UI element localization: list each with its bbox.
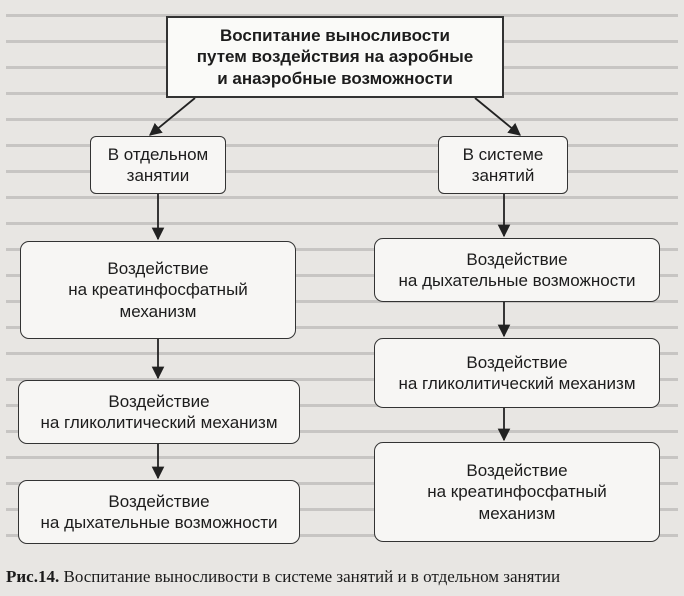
left-step-1: Воздействие на креатинфосфатный механизм xyxy=(20,241,296,339)
arrow-root-to-right xyxy=(474,97,521,136)
branch-single-session-label: В отдельном занятии xyxy=(107,144,209,185)
left-step-3: Воздействие на дыхательные возможности xyxy=(18,480,300,544)
right-step-3-label: Воздействие на креатинфосфатный механизм xyxy=(427,461,607,523)
branch-single-session: В отдельном занятии xyxy=(90,136,226,194)
connector-arrows xyxy=(149,97,521,480)
arrow-root-to-left xyxy=(149,97,196,136)
left-step-1-label: Воздействие на креатинфосфатный механизм xyxy=(68,259,248,321)
figure-caption: Рис.14. Воспитание выносливости в систем… xyxy=(6,567,682,587)
branch-session-system-label: В системе занятий xyxy=(462,144,544,185)
right-step-2-label: Воздействие на гликолитический механизм xyxy=(398,352,636,393)
right-step-3: Воздействие на креатинфосфатный механизм xyxy=(374,442,660,542)
root-node-label: Воспитание выносливости путем воздействи… xyxy=(196,26,474,88)
root-node: Воспитание выносливости путем воздействи… xyxy=(166,16,504,98)
left-step-3-label: Воздействие на дыхательные возможности xyxy=(40,491,278,532)
right-step-2: Воздействие на гликолитический механизм xyxy=(374,338,660,408)
left-step-2-label: Воздействие на гликолитический механизм xyxy=(40,391,278,432)
branch-session-system: В системе занятий xyxy=(438,136,568,194)
right-step-1: Воздействие на дыхательные возможности xyxy=(374,238,660,302)
figure-caption-text: Воспитание выносливости в системе заняти… xyxy=(59,567,561,586)
right-step-1-label: Воздействие на дыхательные возможности xyxy=(398,249,636,290)
left-step-2: Воздействие на гликолитический механизм xyxy=(18,380,300,444)
figure-caption-label: Рис.14. xyxy=(6,567,60,586)
